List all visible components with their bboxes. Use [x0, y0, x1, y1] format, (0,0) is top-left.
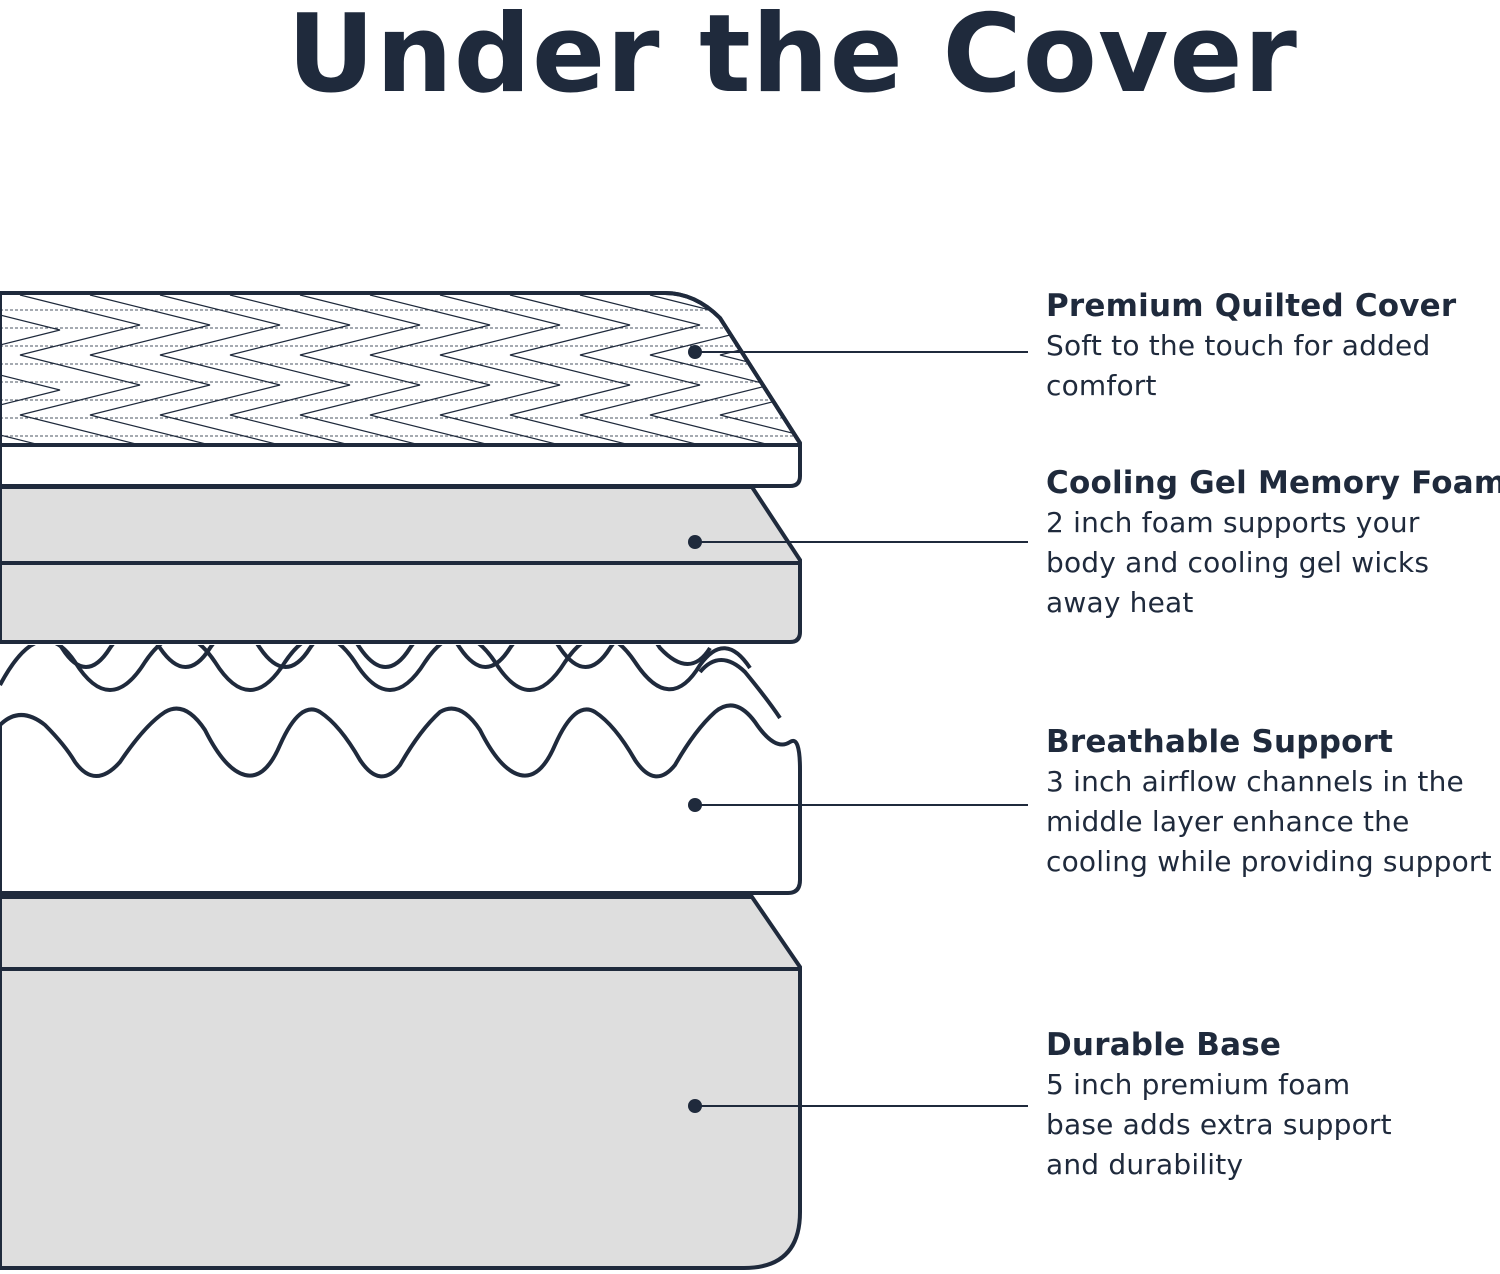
callout-base — [688, 1099, 1028, 1113]
base-heading: Durable Base — [1046, 1027, 1282, 1063]
support-layer — [0, 645, 802, 895]
callout-cover — [688, 345, 1028, 359]
cover-label: Premium Quilted Cover Soft to the touch … — [1046, 286, 1500, 406]
support-heading: Breathable Support — [1046, 724, 1394, 760]
cover-description: Soft to the touch for added comfort — [1046, 329, 1431, 402]
support-description: 3 inch airflow channels in the middle la… — [1046, 765, 1492, 878]
base-description: 5 inch premium foam base adds extra supp… — [1046, 1068, 1392, 1181]
callout-support — [688, 798, 1028, 812]
memory-foam-label: Cooling Gel Memory Foam 2 inch foam supp… — [1046, 463, 1500, 623]
page-title: Under the Cover — [287, 0, 1298, 117]
cover-heading: Premium Quilted Cover — [1046, 288, 1457, 324]
base-label: Durable Base 5 inch premium foam base ad… — [1046, 1025, 1500, 1185]
base-layer — [0, 895, 802, 1270]
memory-foam-layer — [0, 485, 802, 644]
quilted-cover-layer — [0, 291, 802, 488]
memory-foam-heading: Cooling Gel Memory Foam — [1046, 465, 1500, 501]
callout-memory-foam — [688, 535, 1028, 549]
support-label: Breathable Support 3 inch airflow channe… — [1046, 722, 1500, 882]
memory-foam-description: 2 inch foam supports your body and cooli… — [1046, 506, 1430, 619]
